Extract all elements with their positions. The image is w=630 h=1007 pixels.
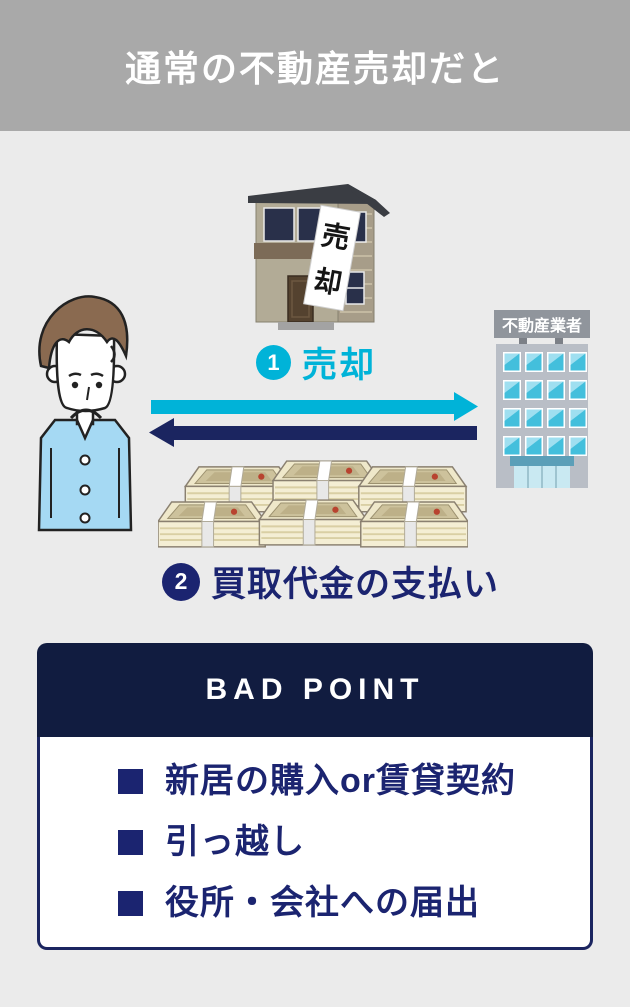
sell-arrow-icon	[151, 392, 478, 421]
list-item-text: 役所・会社への届出	[165, 884, 480, 922]
square-bullet-icon	[118, 890, 143, 916]
bad-point-box: BAD POINT 新居の購入or賃貸契約 引っ越し 役所・会社への届出	[37, 643, 593, 950]
step1-label: 1 売却	[256, 337, 376, 388]
seller-person-illustration	[37, 295, 133, 532]
house-illustration: 売 却	[248, 184, 390, 330]
step2-label: 2 買取代金の支払い	[162, 556, 499, 607]
agent-building-illustration: 不動産業者	[494, 310, 590, 488]
sale-banner-char-1: 売	[319, 219, 352, 254]
payment-arrow-icon	[149, 418, 477, 447]
bad-point-list: 新居の購入or賃貸契約 引っ越し 役所・会社への届出	[37, 737, 593, 950]
square-bullet-icon	[118, 768, 143, 794]
agent-building-sign: 不動産業者	[502, 316, 582, 335]
step2-text: 買取代金の支払い	[211, 565, 500, 604]
sale-banner: 売 却	[303, 204, 361, 312]
step1-text: 売却	[302, 346, 377, 385]
bad-point-title: BAD POINT	[205, 673, 425, 706]
step2-number-badge: 2	[162, 562, 200, 601]
list-item-text: 引っ越し	[165, 823, 305, 861]
page-title: 通常の不動産売却だと	[124, 47, 505, 89]
bad-point-header: BAD POINT	[37, 643, 593, 737]
list-item: 役所・会社への届出	[118, 886, 590, 920]
list-item: 引っ越し	[118, 825, 590, 859]
list-item-text: 新居の購入or賃貸契約	[165, 762, 516, 800]
step1-number-badge: 1	[256, 345, 291, 380]
list-item: 新居の購入or賃貸契約	[118, 764, 590, 798]
sale-banner-char-2: 却	[311, 264, 344, 299]
square-bullet-icon	[118, 829, 143, 855]
header: 通常の不動産売却だと	[0, 0, 630, 131]
money-stack-illustration	[158, 460, 468, 548]
